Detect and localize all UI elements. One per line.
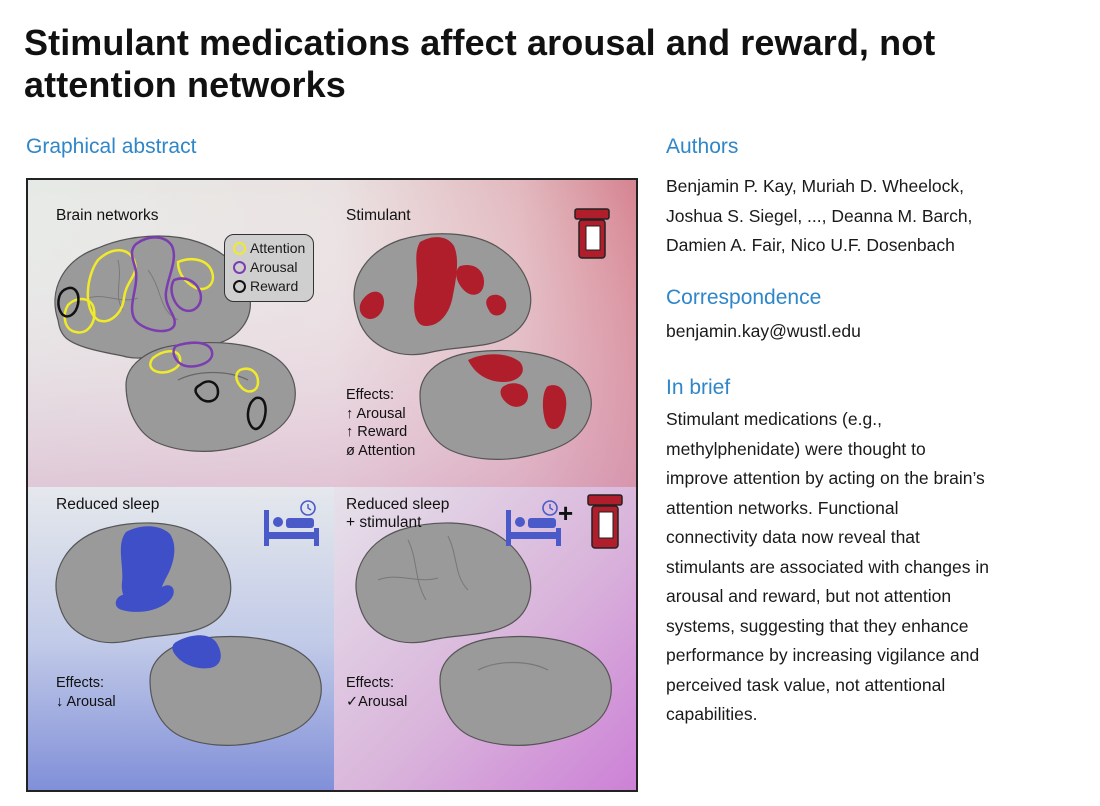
panel-label-brain-networks: Brain networks [56, 207, 159, 224]
panel-label-line1: Reduced sleep [346, 496, 450, 513]
effects-heading: Effects: [346, 675, 395, 691]
bed-clock-plus-pill-icon [506, 494, 623, 549]
brain-lateral-sleep-stimulant [355, 522, 532, 644]
correspondence-heading: Correspondence [666, 286, 822, 309]
arousal-ring-icon [233, 261, 246, 274]
effect-item: ✓Arousal [346, 693, 408, 710]
brain-medial-networks [125, 341, 296, 452]
authors-line: Benjamin P. Kay, Muriah D. Wheelock, [666, 176, 964, 196]
authors-line: Joshua S. Siegel, ..., Deanna M. Barch, [666, 205, 973, 226]
effect-item: ↑ Reward [346, 424, 408, 440]
in-brief-line: Stimulant medications (e.g., [666, 409, 882, 429]
stimulant-effects: Effects: ↑ Arousal ↑ Reward ø Attention [346, 386, 415, 460]
legend-attention: Attention [233, 239, 313, 258]
effect-item: ↑ Arousal [346, 405, 406, 422]
attention-ring-icon [233, 242, 246, 255]
article-title: Stimulant medications affect arousal and… [24, 22, 936, 105]
in-brief-line: methylphenidate) were thought to [666, 438, 926, 459]
reward-ring-icon [233, 280, 246, 293]
network-legend: Attention Arousal Reward [224, 234, 314, 302]
panel-label-reduced-sleep: Reduced sleep [56, 496, 160, 513]
legend-label: Reward [250, 278, 299, 294]
in-brief-text: Stimulant medications (e.g., methylpheni… [666, 405, 1086, 730]
panel-label-line2: + stimulant [346, 514, 422, 531]
legend-label: Arousal [250, 259, 298, 275]
in-brief-line: perceived task value, not attentional [666, 674, 946, 695]
sleep-stimulant-effects: Effects: ✓Arousal [346, 674, 407, 711]
pill-bottle-icon [574, 208, 610, 259]
brain-lateral-sleep [55, 522, 232, 644]
authors-list: Benjamin P. Kay, Muriah D. Wheelock, Jos… [666, 172, 1086, 261]
effect-item: ↓ Arousal [56, 693, 116, 710]
in-brief-line: attention networks. Functional [666, 497, 899, 518]
authors-line: Damien A. Fair, Nico U.F. Dosenbach [666, 235, 955, 255]
in-brief-line: performance by increasing vigilance and [666, 645, 980, 665]
brain-medial-sleep-stimulant [439, 635, 612, 746]
plus-sign: + [558, 498, 574, 528]
in-brief-line: arousal and reward, but not attention [666, 586, 952, 606]
in-brief-line: improve attention by acting on the brain… [666, 468, 985, 488]
sleep-effects: Effects: ↓ Arousal [56, 674, 116, 711]
effects-heading: Effects: [56, 675, 105, 691]
graphical-abstract-heading: Graphical abstract [26, 135, 197, 158]
bed-clock-icon [264, 500, 319, 546]
in-brief-line: capabilities. [666, 704, 758, 724]
in-brief-line: stimulants are associated with changes i… [666, 556, 989, 577]
legend-reward: Reward [233, 277, 313, 296]
legend-label: Attention [250, 240, 306, 256]
brain-lateral-stimulant [353, 233, 532, 356]
in-brief-line: systems, suggesting that they enhance [666, 615, 969, 636]
authors-heading: Authors [666, 135, 739, 158]
graphical-abstract-figure: Brain networks Stimulant Reduced sleep R… [26, 178, 638, 792]
in-brief-heading: In brief [666, 376, 731, 399]
panel-label-stimulant: Stimulant [346, 207, 411, 224]
effects-heading: Effects: [346, 387, 395, 403]
legend-arousal: Arousal [233, 258, 313, 277]
graphical-abstract-art [28, 180, 636, 790]
correspondence-email[interactable]: benjamin.kay@wustl.edu [666, 321, 861, 341]
brain-medial-stimulant [419, 349, 592, 460]
panel-label-reduced-sleep-stimulant: Reduced sleep + stimulant [346, 496, 449, 532]
brain-lateral-networks [54, 235, 251, 359]
in-brief-line: connectivity data now reveal that [666, 527, 920, 547]
effect-item: ø Attention [346, 442, 416, 459]
brain-medial-sleep [149, 635, 322, 746]
